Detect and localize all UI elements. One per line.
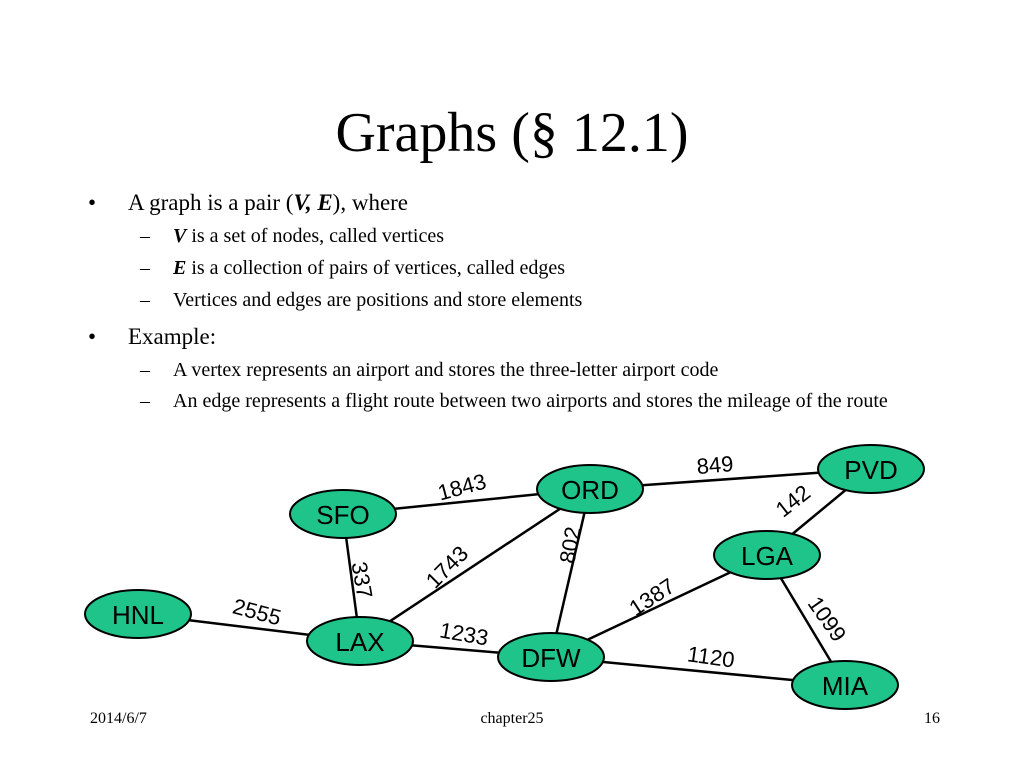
bullet-text-post: ), where: [332, 190, 409, 215]
edge-weight-lax-dfw: 1233: [438, 617, 491, 650]
edge-weight-pvd-lga: 142: [771, 480, 815, 522]
edge-weight-sfo-lax: 337: [347, 560, 378, 601]
sub-bullet-text: is a set of nodes, called vertices: [186, 225, 445, 247]
sub-bullet-text: An edge represents a flight route betwee…: [173, 390, 888, 412]
dash-marker: –: [140, 225, 150, 247]
sub-bullet-vertices: – V is a set of nodes, called vertices: [88, 220, 988, 252]
footer-page-number: 16: [924, 710, 940, 727]
dash-marker: –: [140, 289, 150, 311]
edge-weight-lga-mia: 1099: [803, 592, 852, 646]
vertex-shape: [791, 660, 899, 710]
sub-bullet-edge-route: – An edge represents a flight route betw…: [88, 386, 988, 416]
sub-bullet-positions: – Vertices and edges are positions and s…: [88, 284, 988, 316]
vertex-mia: MIA: [791, 660, 899, 710]
vertex-shape: [289, 489, 397, 539]
vertex-lax: LAX: [306, 616, 414, 666]
vertex-label: LAX: [335, 627, 384, 657]
footer-chapter: chapter25: [480, 710, 544, 727]
edge-weight-ord-dfw: 802: [555, 525, 586, 566]
vertex-ord: ORD: [536, 464, 644, 514]
vertex-pvd: PVD: [817, 444, 925, 494]
bullet-graph-definition: • A graph is a pair (V, E), where: [88, 186, 988, 220]
vertex-dfw: DFW: [497, 632, 605, 682]
vertex-hnl: HNL: [84, 589, 192, 639]
slide-title: Graphs (§ 12.1): [335, 102, 689, 164]
bullet-example: • Example:: [88, 320, 988, 354]
sub-bullet-vertex-airport: – A vertex represents an airport and sto…: [88, 354, 988, 386]
edge-weight-hnl-lax: 2555: [230, 594, 284, 631]
vertex-label: SFO: [316, 500, 369, 530]
edge-weight-dfw-lga: 1387: [625, 573, 680, 621]
dash-marker: –: [140, 257, 150, 279]
edge-weight-dfw-mia: 1120: [686, 641, 736, 672]
vertex-lga: LGA: [713, 530, 821, 580]
term-e-sub: E: [173, 257, 187, 279]
sub-bullet-text: A vertex represents an airport and store…: [173, 359, 719, 381]
vertex-shape: [306, 616, 414, 666]
sub-bullet-text: Vertices and edges are positions and sto…: [173, 289, 583, 311]
edge-weight-lax-ord: 1743: [421, 541, 473, 593]
edge-ord-dfw: [549, 488, 592, 658]
vertex-label: HNL: [112, 600, 164, 630]
dash-marker: –: [140, 390, 150, 412]
bullet-text: Example:: [128, 324, 217, 349]
vertex-shape: [497, 632, 605, 682]
vertex-label: ORD: [561, 475, 619, 505]
vertex-label: PVD: [844, 455, 897, 485]
vertex-sfo: SFO: [289, 489, 397, 539]
term-e: E: [317, 190, 333, 215]
bullet-text-pre: A graph is a pair (: [128, 190, 294, 215]
vertex-shape: [84, 589, 192, 639]
vertex-label: LGA: [741, 541, 794, 571]
dash-marker: –: [140, 359, 150, 381]
term-v-sub: V: [173, 225, 187, 247]
vertex-label: MIA: [822, 671, 869, 701]
term-comma: ,: [305, 190, 318, 215]
slide-content: • A graph is a pair (V, E), where – V is…: [88, 182, 988, 416]
bullet-marker: •: [88, 324, 97, 349]
vertices: SFO ORD PVD LGA HNL LAX DFW MIA: [84, 444, 925, 710]
bullet-marker: •: [88, 190, 97, 215]
sub-bullet-edges: – E is a collection of pairs of vertices…: [88, 252, 988, 284]
vertex-shape: [536, 464, 644, 514]
vertex-shape: [713, 530, 821, 580]
footer-date: 2014/6/7: [90, 710, 147, 727]
sub-bullet-text: is a collection of pairs of vertices, ca…: [186, 257, 566, 279]
term-v: V: [293, 190, 306, 215]
vertex-shape: [817, 444, 925, 494]
vertex-label: DFW: [521, 643, 581, 673]
edge-lax-ord: [359, 487, 591, 643]
edge-weight-ord-pvd: 849: [696, 451, 735, 479]
